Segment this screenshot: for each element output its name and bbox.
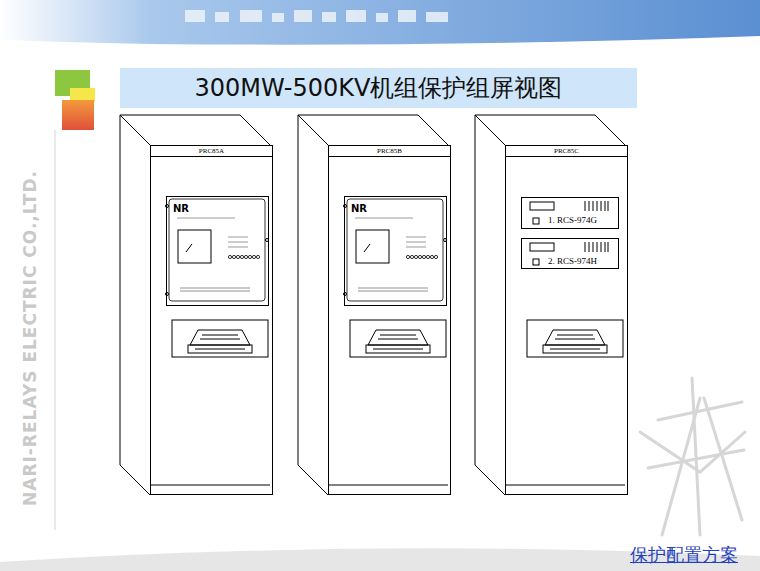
company-watermark: NARI-RELAYS ELECTRIC CO.,LTD.	[18, 170, 42, 506]
logo-text: NR	[351, 203, 367, 214]
cabinet-label: PRC85A	[151, 146, 272, 157]
device-name: 1. RCS-974G	[548, 215, 597, 226]
cabinet: PRC85B NR	[328, 145, 451, 495]
cabinet-label: PRC85C	[506, 146, 627, 157]
relay-device: 1. RCS-974G	[521, 197, 619, 229]
nav-link: 保护配置方案	[630, 544, 738, 566]
cabinet-label: PRC85B	[329, 146, 450, 157]
device-name: 2. RCS-974H	[548, 256, 597, 267]
cabinet: PRC85A NR	[150, 145, 273, 495]
cabinet: PRC85C 1. RCS-974G 2. RCS-974H	[505, 145, 628, 495]
title-band: 300MW-500KV机组保护组屏视图	[120, 68, 637, 108]
logo-text: NR	[173, 203, 189, 214]
relay-panel: NR	[344, 196, 447, 306]
relay-device: 2. RCS-974H	[521, 238, 619, 269]
relay-panel: NR	[166, 196, 269, 306]
